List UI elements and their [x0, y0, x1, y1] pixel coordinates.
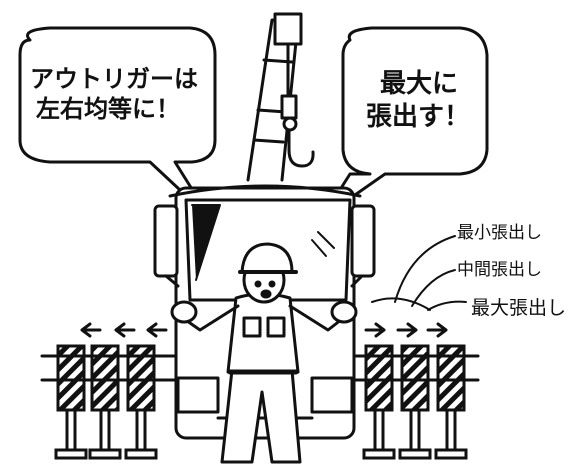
arrow-right-icon — [396, 322, 418, 338]
label-middle-extension: 中間張出し — [457, 260, 542, 280]
label-maximum-extension: 最大張出し — [471, 297, 567, 319]
speech-left-line1: アウトリガーは — [30, 65, 198, 93]
speech-bubble-right-text: 最大に 張出す！ — [366, 68, 470, 133]
arrows-right — [364, 322, 448, 338]
speech-right-line1: 最大に — [380, 69, 459, 99]
speech-bubble-left — [18, 26, 217, 220]
outrigger-legs-left — [54, 344, 158, 460]
extension-arcs — [371, 235, 467, 311]
worker-legs — [220, 368, 302, 464]
outrigger-legs-right — [362, 344, 468, 460]
speech-right-line2: 張出す！ — [366, 101, 471, 132]
speech-bubble-left-text: アウトリガーは 左右均等に！ — [30, 64, 198, 124]
arrow-right-icon — [426, 322, 448, 338]
side-mirror-right — [350, 204, 376, 288]
label-minimum-extension: 最小張出し — [457, 223, 542, 243]
arrow-left-icon — [114, 322, 136, 338]
outrigger-leg — [88, 344, 122, 460]
hard-hat-icon — [240, 242, 294, 274]
outrigger-leg — [398, 344, 432, 460]
outrigger-leg — [362, 344, 396, 460]
speech-left-line2: 左右均等に！ — [36, 95, 180, 123]
crane-boom — [246, 12, 303, 182]
arrows-left — [80, 322, 168, 338]
arrow-left-icon — [80, 322, 102, 338]
hook-icon — [282, 116, 315, 168]
arrow-left-icon — [146, 322, 168, 338]
speech-bubble-right — [320, 26, 489, 220]
arrow-right-icon — [364, 322, 386, 338]
worker-hand-left — [170, 300, 198, 324]
worker-figure — [170, 242, 358, 464]
outrigger-leg — [434, 344, 468, 460]
outrigger-leg — [54, 344, 88, 460]
side-mirror-left — [153, 204, 180, 288]
worker-hand-right — [330, 300, 358, 324]
outrigger-leg — [124, 344, 158, 460]
